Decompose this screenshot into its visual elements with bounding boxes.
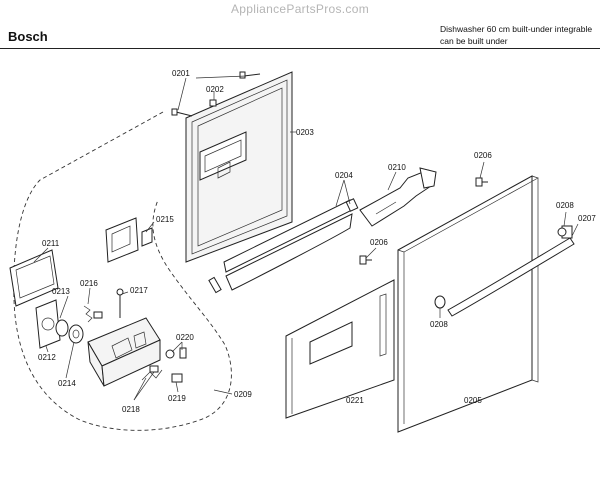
watermark: AppliancePartsPros.com — [231, 2, 369, 16]
label-0221: 0221 — [346, 396, 364, 405]
label-0206-lower: 0206 — [370, 238, 388, 247]
screw-0201-right[interactable] — [239, 71, 261, 79]
label-0215: 0215 — [156, 215, 174, 224]
label-0212: 0212 — [38, 353, 56, 362]
label-0213: 0213 — [52, 287, 70, 296]
leader-lines — [33, 75, 579, 401]
label-0209: 0209 — [234, 390, 252, 399]
description-line-1: Dishwasher 60 cm built-under integrable — [440, 24, 593, 34]
knob-housing-0212[interactable] — [35, 299, 61, 349]
label-0208-lower: 0208 — [430, 320, 448, 329]
brand-title: Bosch — [8, 29, 48, 44]
screw-0206-upper[interactable] — [475, 177, 488, 187]
label-0211: 0211 — [42, 239, 60, 248]
control-bracket-0215[interactable] — [105, 217, 153, 263]
wire-harness-0218[interactable] — [141, 365, 163, 381]
label-0214: 0214 — [58, 379, 76, 388]
hinge-bracket[interactable] — [359, 167, 437, 227]
model-description: Dishwasher 60 cm built-under integrable … — [440, 23, 592, 47]
handle-cap-0208-upper[interactable] — [557, 227, 567, 237]
header-divider — [0, 48, 600, 49]
pin-0217[interactable] — [116, 288, 124, 318]
label-0208-upper: 0208 — [556, 201, 574, 210]
door-seal-strip[interactable] — [223, 198, 359, 291]
label-0202: 0202 — [206, 85, 224, 94]
inner-door-panel[interactable] — [185, 71, 293, 263]
label-0205: 0205 — [464, 396, 482, 405]
hinge-clip-small[interactable] — [208, 276, 222, 294]
label-0204: 0204 — [335, 171, 353, 180]
label-0216: 0216 — [80, 279, 98, 288]
label-0201: 0201 — [172, 69, 190, 78]
screw-0201-left[interactable] — [171, 108, 193, 117]
display-frame-0211[interactable] — [9, 249, 59, 307]
label-0207: 0207 — [578, 214, 596, 223]
knob-0214[interactable] — [68, 324, 84, 344]
label-0219: 0219 — [168, 394, 186, 403]
description-line-2: can be built under — [440, 36, 508, 46]
label-0210: 0210 — [388, 163, 406, 172]
screw-0206-lower[interactable] — [359, 255, 372, 265]
label-0220: 0220 — [176, 333, 194, 342]
label-0206-upper: 0206 — [474, 151, 492, 160]
spring-0216[interactable] — [83, 305, 103, 323]
connector-0219[interactable] — [171, 373, 183, 383]
ring-0213[interactable] — [55, 319, 69, 337]
handle-cap-0208-lower[interactable] — [434, 295, 446, 309]
control-module-0209[interactable] — [87, 317, 161, 387]
sensor-0220[interactable] — [165, 347, 187, 359]
label-0218: 0218 — [122, 405, 140, 414]
label-0217: 0217 — [130, 286, 148, 295]
clip-0202[interactable] — [209, 99, 217, 107]
label-0203: 0203 — [296, 128, 314, 137]
decor-panel[interactable] — [285, 279, 395, 419]
